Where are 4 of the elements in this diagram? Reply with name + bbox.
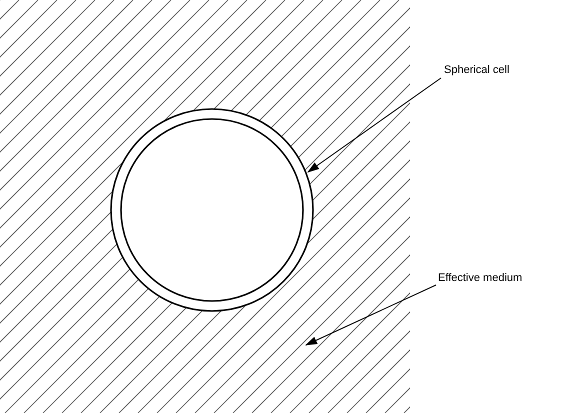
leader-line — [305, 284, 436, 346]
leader-line — [307, 78, 442, 173]
part-label: Spherical cell — [443, 64, 510, 76]
part-label: Effective medium — [437, 272, 524, 284]
